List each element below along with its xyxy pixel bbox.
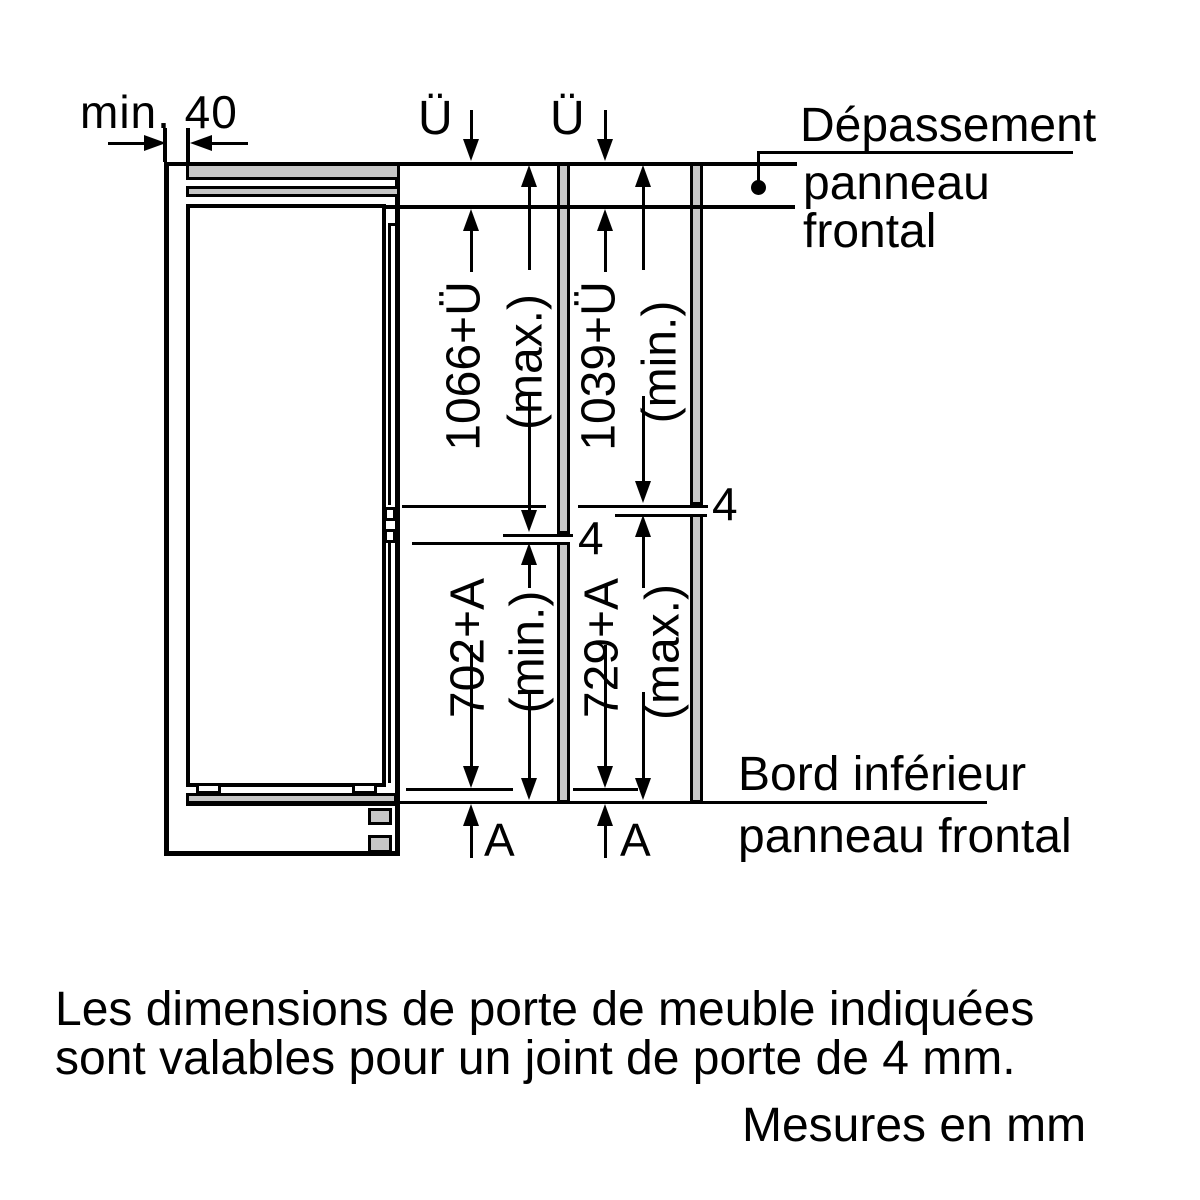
dim702-arrow-top-shaft [528,563,531,588]
min-clearance-label: min. 40 [80,86,238,138]
dim-upper-left-qualifier: (max.) [499,294,553,430]
a-ref-right-head [597,804,613,826]
bottom-ref-label-left: A [484,814,515,866]
dim1039-arrow-top-shaft [642,185,645,270]
dim1039-arrow-top-head [635,165,651,187]
dim1066-arrow-bottom-shaft [528,396,531,512]
dim1066-arrow-bottom-head [521,510,537,532]
a-ref-right-shaft [604,824,607,858]
a-dim-left-upper-shaft [470,645,473,768]
dim702-arrow-bottom-head [521,778,537,800]
gap-bottom-line-right [615,514,707,517]
cabinet-front-edge [395,162,400,856]
a-ref-left-shaft [470,824,473,858]
u-arrow-right-bottom-shaft [604,229,607,272]
upper-door-bottom-line-left [402,505,546,508]
a-dim-right-upper-shaft [604,645,607,768]
dim729-arrow-bottom-head [635,778,651,800]
dim729-arrow-bottom-shaft [642,692,645,780]
caption-line1: Les dimensions de porte de meuble indiqu… [55,983,1035,1036]
dim1039-arrow-bottom-head [635,481,651,503]
u-arrow-left-bottom-shaft [470,229,473,272]
gap-label-right: 4 [712,478,738,530]
dim729-arrow-top-shaft [642,535,645,588]
gap-top-line-right [578,505,708,508]
overhang-label-right: Ü [550,92,585,145]
units-label: Mesures en mm [742,1099,1087,1152]
door-hinge-notch-lower [384,529,396,543]
callout-top-line1: Dépassement [800,99,1097,152]
callout-bottom-line1: Bord inférieur [738,748,1027,801]
callout-leader-vertical [757,151,760,184]
min40-arrow-left-head [144,135,166,151]
bottom-ref-label-right: A [620,814,651,866]
u-arrow-left-top-head [463,139,479,161]
dim-lower-left-value: 702+A [441,577,495,719]
panel-bottom-line [186,801,987,804]
callout-leader-dot [751,180,766,195]
min40-arrow-right-head [190,135,212,151]
door-bottom-line-mid [573,788,638,791]
dim-upper-right-value: 1039+Ü [572,281,626,451]
front-panel-max-lower [557,542,570,803]
appliance-body [186,204,386,787]
cabinet-top-panel-lower [186,186,400,197]
min40-arrow-left-shaft [108,142,146,145]
dim729-arrow-top-head [635,515,651,537]
callout-bottom-line2: panneau frontal [738,810,1072,863]
panel-top-line [164,162,797,166]
u-arrow-left-top-shaft [470,110,473,141]
plinth-block-upper [368,808,392,825]
dim702-arrow-bottom-shaft [528,692,531,780]
caption-line2: sont valables pour un joint de porte de … [55,1032,1016,1085]
callout-top-line2: panneau [803,157,990,210]
callout-leader-horizontal [757,151,1073,154]
appliance-door-lower [388,543,391,783]
cabinet-left-wall [164,162,169,856]
appliance-foot-left [196,783,221,794]
dim1066-arrow-top-head [521,165,537,187]
appliance-top-line [383,205,795,209]
u-arrow-right-top-head [597,139,613,161]
plinth-bar [186,793,397,806]
u-arrow-left-bottom-head [463,209,479,231]
dim-lower-left-qualifier: (min.) [501,590,555,714]
min40-tick-right [186,128,190,162]
a-ref-left-head [463,804,479,826]
front-panel-max-upper [557,163,570,534]
u-arrow-right-top-shaft [604,110,607,141]
gap-top-line-left [503,534,573,537]
dim702-arrow-top-head [521,543,537,565]
overhang-label-left: Ü [418,92,453,145]
appliance-door-top-cap [388,223,400,226]
a-dim-right-upper-head [597,766,613,788]
appliance-door-upper [388,223,391,505]
dim1039-arrow-bottom-shaft [642,396,645,482]
cabinet-bottom [164,851,400,856]
a-dim-left-upper-head [463,766,479,788]
dim-upper-left-value: 1066+Ü [437,281,491,451]
front-panel-min-upper [690,163,703,505]
u-arrow-right-bottom-head [597,209,613,231]
dim1066-arrow-top-shaft [528,185,531,270]
door-bottom-line-left [406,788,513,791]
plinth-block-lower [368,835,392,853]
dim-lower-right-qualifier: (max.) [636,584,690,720]
callout-top-line3: frontal [803,205,937,258]
dim-lower-right-value: 729+A [575,577,629,719]
dim-upper-right-qualifier: (min.) [633,300,687,424]
gap-label-left: 4 [578,512,604,564]
min40-arrow-right-shaft [210,142,248,145]
door-hinge-notch-upper [384,507,396,521]
front-panel-min-lower [690,514,703,803]
appliance-foot-right [352,783,377,794]
gap-bottom-line-left [412,542,559,545]
